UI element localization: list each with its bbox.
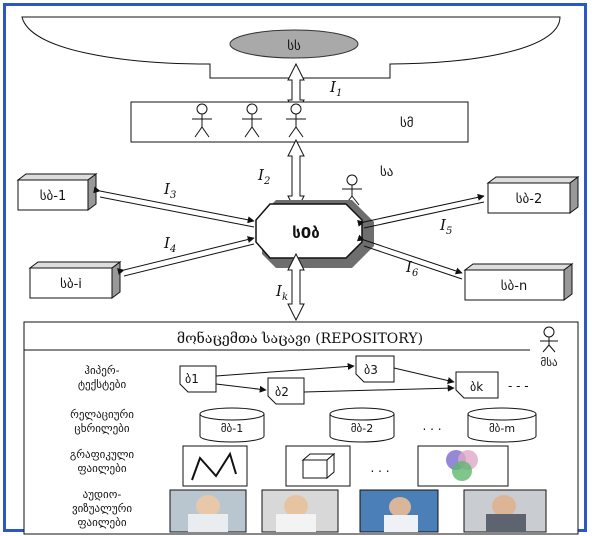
svg-text:ცხრილები: ცხრილები <box>74 422 129 435</box>
users-box <box>130 101 469 143</box>
svg-text:მბ-1: მბ-1 <box>221 422 243 435</box>
chart-line-icon <box>191 451 237 481</box>
svg-text:ტექსტები: ტექსტები <box>78 378 127 391</box>
svg-text:ბ2: ბ2 <box>275 385 289 399</box>
doc-links <box>215 362 455 393</box>
venn-icon <box>446 450 478 481</box>
node-box-2 <box>486 176 580 214</box>
interface-i2: I2 <box>257 166 270 187</box>
doc-labels: ბ1 ბ2 ბ3 ბk <box>185 363 483 399</box>
svg-text:აუდიო-: აუდიო- <box>83 488 122 501</box>
central-hub <box>255 200 374 268</box>
svg-text:ფაილები: ფაილები <box>77 462 126 475</box>
source-label: სს <box>287 39 301 54</box>
repo-admin-label: მსა <box>540 356 557 369</box>
db-labels: მბ-1 მბ-2 მბ-m <box>221 422 515 435</box>
svg-text:ფაილები: ფაილები <box>77 516 126 529</box>
node-label-i: სბ-i <box>60 277 82 292</box>
svg-text:ვიზუალური: ვიზუალური <box>72 502 132 515</box>
center-label: ს0ბ <box>292 224 319 242</box>
interface-i1: I1 <box>329 78 342 99</box>
interface-ik: Ik <box>275 282 288 303</box>
interface-i5: I5 <box>439 216 452 237</box>
interface-i3: I3 <box>163 180 176 201</box>
row-labels: ჰიპერ- ტექსტები რელაციური ცხრილები გრაფი… <box>70 364 135 529</box>
av-photos <box>169 489 547 533</box>
node-box-i <box>28 261 122 299</box>
arrow-ik <box>287 252 305 322</box>
db-ellipsis: . . . <box>422 419 441 433</box>
node-label-2: სბ-2 <box>516 192 542 207</box>
svg-text:ბk: ბk <box>470 380 483 394</box>
svg-text:ჰიპერ-: ჰიპერ- <box>84 364 119 377</box>
repo-admin-icon <box>540 326 558 353</box>
graphic-chart-file <box>182 445 248 487</box>
node-box-n <box>463 263 574 301</box>
graphic-ellipsis: . . . <box>370 461 389 475</box>
svg-text:ბ3: ბ3 <box>364 363 378 377</box>
svg-text:გრაფიკული: გრაფიკული <box>70 448 135 461</box>
doc-trail: - - - <box>508 379 529 393</box>
admin-label: სა <box>380 165 393 180</box>
interface-i6: I6 <box>405 258 419 279</box>
svg-text:ბ1: ბ1 <box>185 372 199 386</box>
db-cylinders <box>199 407 537 443</box>
svg-text:მბ-m: მბ-m <box>489 422 515 435</box>
svg-text:რელაციური: რელაციური <box>70 408 134 421</box>
connector-arrows <box>93 186 485 280</box>
repository-title: მონაცემთა საცავი (REPOSITORY) <box>177 329 423 347</box>
source-ellipse <box>229 29 359 59</box>
node-label-n: სბ-n <box>501 279 527 294</box>
arrow-i2 <box>287 138 305 214</box>
node-label-1: სბ-1 <box>40 189 66 204</box>
hypertext-docs <box>179 355 499 405</box>
cube-icon <box>301 452 336 480</box>
users-label: სმ <box>400 116 414 131</box>
interface-i4: I4 <box>163 234 176 255</box>
svg-text:მბ-2: მბ-2 <box>351 422 373 435</box>
user-icons <box>192 103 306 138</box>
